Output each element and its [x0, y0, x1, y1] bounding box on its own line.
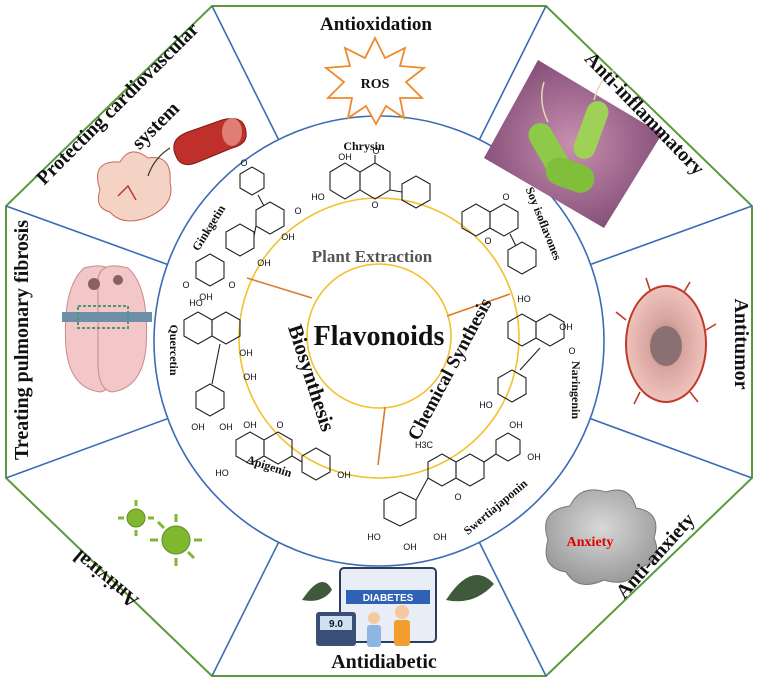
- bacteria-image: [484, 60, 662, 228]
- swertiajaponin-oh-3: OH: [403, 542, 417, 552]
- ginkgetin-o-4: O: [182, 280, 189, 290]
- diabetes-banner: DIABETES: [363, 593, 414, 604]
- bacteria-icon: [528, 69, 615, 193]
- synthesis-ring: [238, 197, 520, 479]
- pulmonary-label: Treating pulmonary fibrosis: [11, 220, 33, 460]
- quercetin-ho: HO: [189, 298, 203, 308]
- ros-label: ROS: [361, 77, 390, 92]
- antitumor-label: Antitumor: [730, 298, 752, 389]
- swertiajaponin-oh-2: OH: [527, 452, 541, 462]
- sector-pulmonary: Treating pulmonary fibrosis: [11, 220, 152, 460]
- quercetin-label: Quercetin: [167, 324, 181, 375]
- anxiety-label: Anxiety: [567, 535, 614, 550]
- soy-o-ring: O: [484, 236, 491, 246]
- swertiajaponin-ho: HO: [367, 532, 381, 542]
- ginkgetin-o-3: O: [228, 280, 235, 290]
- naringenin-ho: HO: [517, 294, 531, 304]
- chrysin-o: O: [372, 146, 379, 156]
- apigenin-o: O: [276, 420, 283, 430]
- chrysin-structure: Chrysin OH O HO O: [311, 139, 431, 210]
- ginkgetin-oh-3: OH: [199, 292, 213, 302]
- ginkgetin-o-1: O: [240, 158, 247, 168]
- chrysin-ho: HO: [311, 192, 325, 202]
- chrysin-label: Chrysin: [343, 139, 385, 153]
- chrysin-ring-o: O: [371, 200, 378, 210]
- swertiajaponin-oh-4: OH: [433, 532, 447, 542]
- heart-icon: [97, 147, 172, 222]
- blood-vessel-icon: [173, 118, 247, 166]
- tumor-icon: [615, 277, 717, 405]
- lungs-icon: [62, 265, 152, 393]
- method-spokes: [246, 277, 511, 466]
- sector-antitumor: Antitumor: [615, 277, 752, 405]
- anxiety-cloud-icon: [545, 489, 658, 585]
- naringenin-o: O: [568, 346, 575, 356]
- ginkgetin-o-2: O: [294, 206, 301, 216]
- naringenin-oh-1: OH: [559, 322, 573, 332]
- swertiajaponin-o: O: [454, 492, 461, 502]
- naringenin-structure: Naringenin HO OH O HO: [479, 294, 583, 419]
- virus-icon: [118, 500, 202, 566]
- antidiabetic-label: Antidiabetic: [331, 651, 437, 673]
- diabetes-illustration: DIABETES 9.0: [302, 567, 494, 647]
- method-plant-extraction: Plant Extraction: [312, 247, 433, 266]
- ginkgetin-oh-2: OH: [257, 258, 271, 268]
- soy-o-top: O: [502, 192, 509, 202]
- sector-antidiabetic: DIABETES 9.0 Antidiabetic: [302, 567, 494, 673]
- swertiajaponin-oh-1: OH: [509, 420, 523, 430]
- center-circle: [306, 263, 452, 409]
- center-title: Flavonoids: [314, 321, 445, 352]
- antioxidation-label: Antioxidation: [320, 14, 432, 35]
- quercetin-oh-3: OH: [191, 422, 205, 432]
- sector-antioxidation: Antioxidation ROS: [320, 14, 432, 126]
- swertiajaponin-ch3: H3C: [415, 440, 434, 450]
- quercetin-structure: Quercetin HO OH OH OH OH: [167, 298, 257, 432]
- apigenin-oh-end: OH: [337, 470, 351, 480]
- ros-burst-icon: [323, 35, 427, 126]
- naringenin-oh-2: HO: [479, 400, 493, 410]
- ginkgetin-oh-1: OH: [281, 232, 295, 242]
- naringenin-label: Naringenin: [569, 361, 583, 419]
- glucose-reading: 9.0: [329, 619, 343, 630]
- quercetin-oh-2: OH: [243, 372, 257, 382]
- apigenin-oh-top: OH: [243, 420, 257, 430]
- chrysin-oh: OH: [338, 152, 352, 162]
- apigenin-ho: HO: [215, 468, 229, 478]
- quercetin-oh-4: OH: [219, 422, 233, 432]
- quercetin-oh-1: OH: [239, 348, 253, 358]
